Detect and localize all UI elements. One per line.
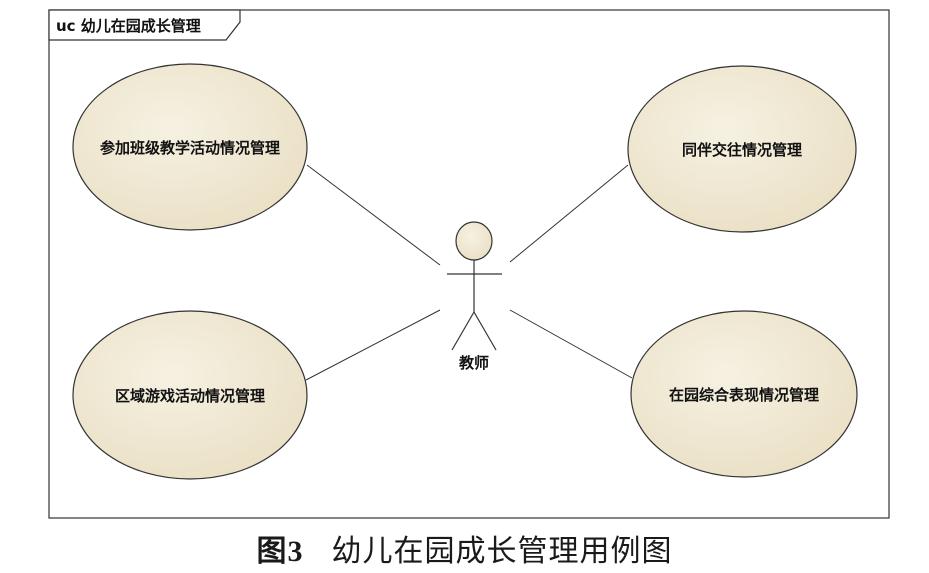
figure-title: 幼儿在园成长管理用例图	[331, 534, 673, 569]
frame-title-tab	[48, 9, 241, 41]
frame-title: uc 幼儿在园成长管理	[56, 17, 201, 35]
association-top-left	[306, 164, 441, 266]
actor-head	[455, 221, 493, 261]
use-case-top-left-label: 参加班级教学活动情况管理	[100, 139, 280, 157]
figure-number: 图3	[256, 535, 304, 568]
actor-right-leg	[473, 311, 497, 351]
use-case-bottom-left-label: 区域游戏活动情况管理	[115, 387, 265, 405]
actor-left-leg	[451, 311, 475, 351]
association-bottom-left	[305, 309, 441, 381]
use-case-bottom-left[interactable]: 区域游戏活动情况管理	[72, 310, 308, 480]
use-case-top-right-label: 同伴交往情况管理	[682, 141, 802, 159]
association-bottom-right	[509, 309, 633, 379]
use-case-top-right[interactable]: 同伴交往情况管理	[627, 65, 857, 233]
figure-caption: 图3 幼儿在园成长管理用例图	[0, 526, 929, 570]
actor-teacher[interactable]: 教师	[447, 221, 502, 372]
use-case-top-left[interactable]: 参加班级教学活动情况管理	[72, 63, 308, 231]
use-case-diagram: uc 幼儿在园成长管理 参加班级教学活动情况管理 同伴交往情况管理 区域游戏活动…	[48, 9, 890, 519]
use-case-bottom-right-label: 在园综合表现情况管理	[669, 386, 819, 404]
actor-label: 教师	[458, 354, 489, 372]
association-top-right	[509, 164, 629, 263]
use-case-bottom-right[interactable]: 在园综合表现情况管理	[630, 310, 858, 478]
